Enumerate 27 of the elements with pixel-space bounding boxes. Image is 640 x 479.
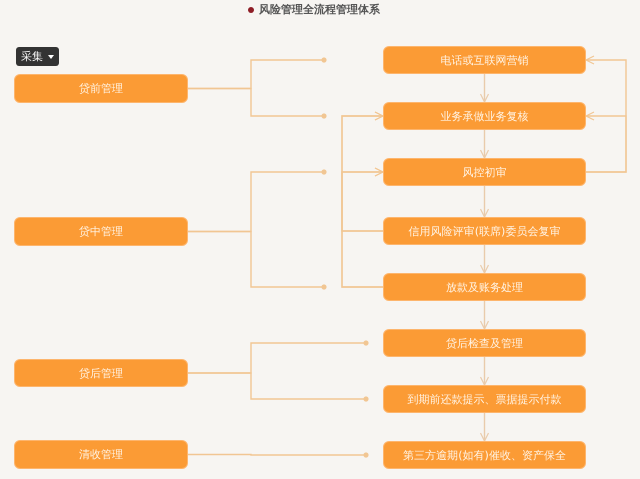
step-box: 信用风险评审(联席)委员会复审 xyxy=(383,217,586,245)
dot-line xyxy=(188,452,369,458)
dot-line xyxy=(188,230,327,290)
arrow xyxy=(480,130,490,159)
arrow xyxy=(480,357,490,386)
phase-box: 贷中管理 xyxy=(14,217,188,246)
dot-line xyxy=(188,372,369,402)
phase-box: 贷后管理 xyxy=(14,359,188,387)
arrow xyxy=(480,74,490,103)
arrow xyxy=(480,413,490,442)
step-box: 贷后检查及管理 xyxy=(383,329,586,357)
dropdown-button: 采集 xyxy=(16,47,59,66)
step-box: 到期前还款提示、票据提示付款 xyxy=(383,385,586,413)
arrow xyxy=(341,167,384,288)
title: 风险管理全流程管理体系 xyxy=(259,3,380,17)
step-box: 第三方逾期(如有)催收、资产保全 xyxy=(383,441,586,469)
step-box: 风控初审 xyxy=(383,158,586,186)
step-box: 电话或互联网营销 xyxy=(383,46,586,74)
step-box: 放款及账务处理 xyxy=(383,273,586,301)
dot-line xyxy=(188,88,327,119)
step-box: 业务承做业务复核 xyxy=(383,102,586,130)
arrow xyxy=(585,111,627,173)
arrow xyxy=(480,186,490,218)
phase-box: 清收管理 xyxy=(14,440,188,469)
arrow xyxy=(480,245,490,274)
phase-box: 贷前管理 xyxy=(14,74,188,103)
arrow xyxy=(480,301,490,330)
